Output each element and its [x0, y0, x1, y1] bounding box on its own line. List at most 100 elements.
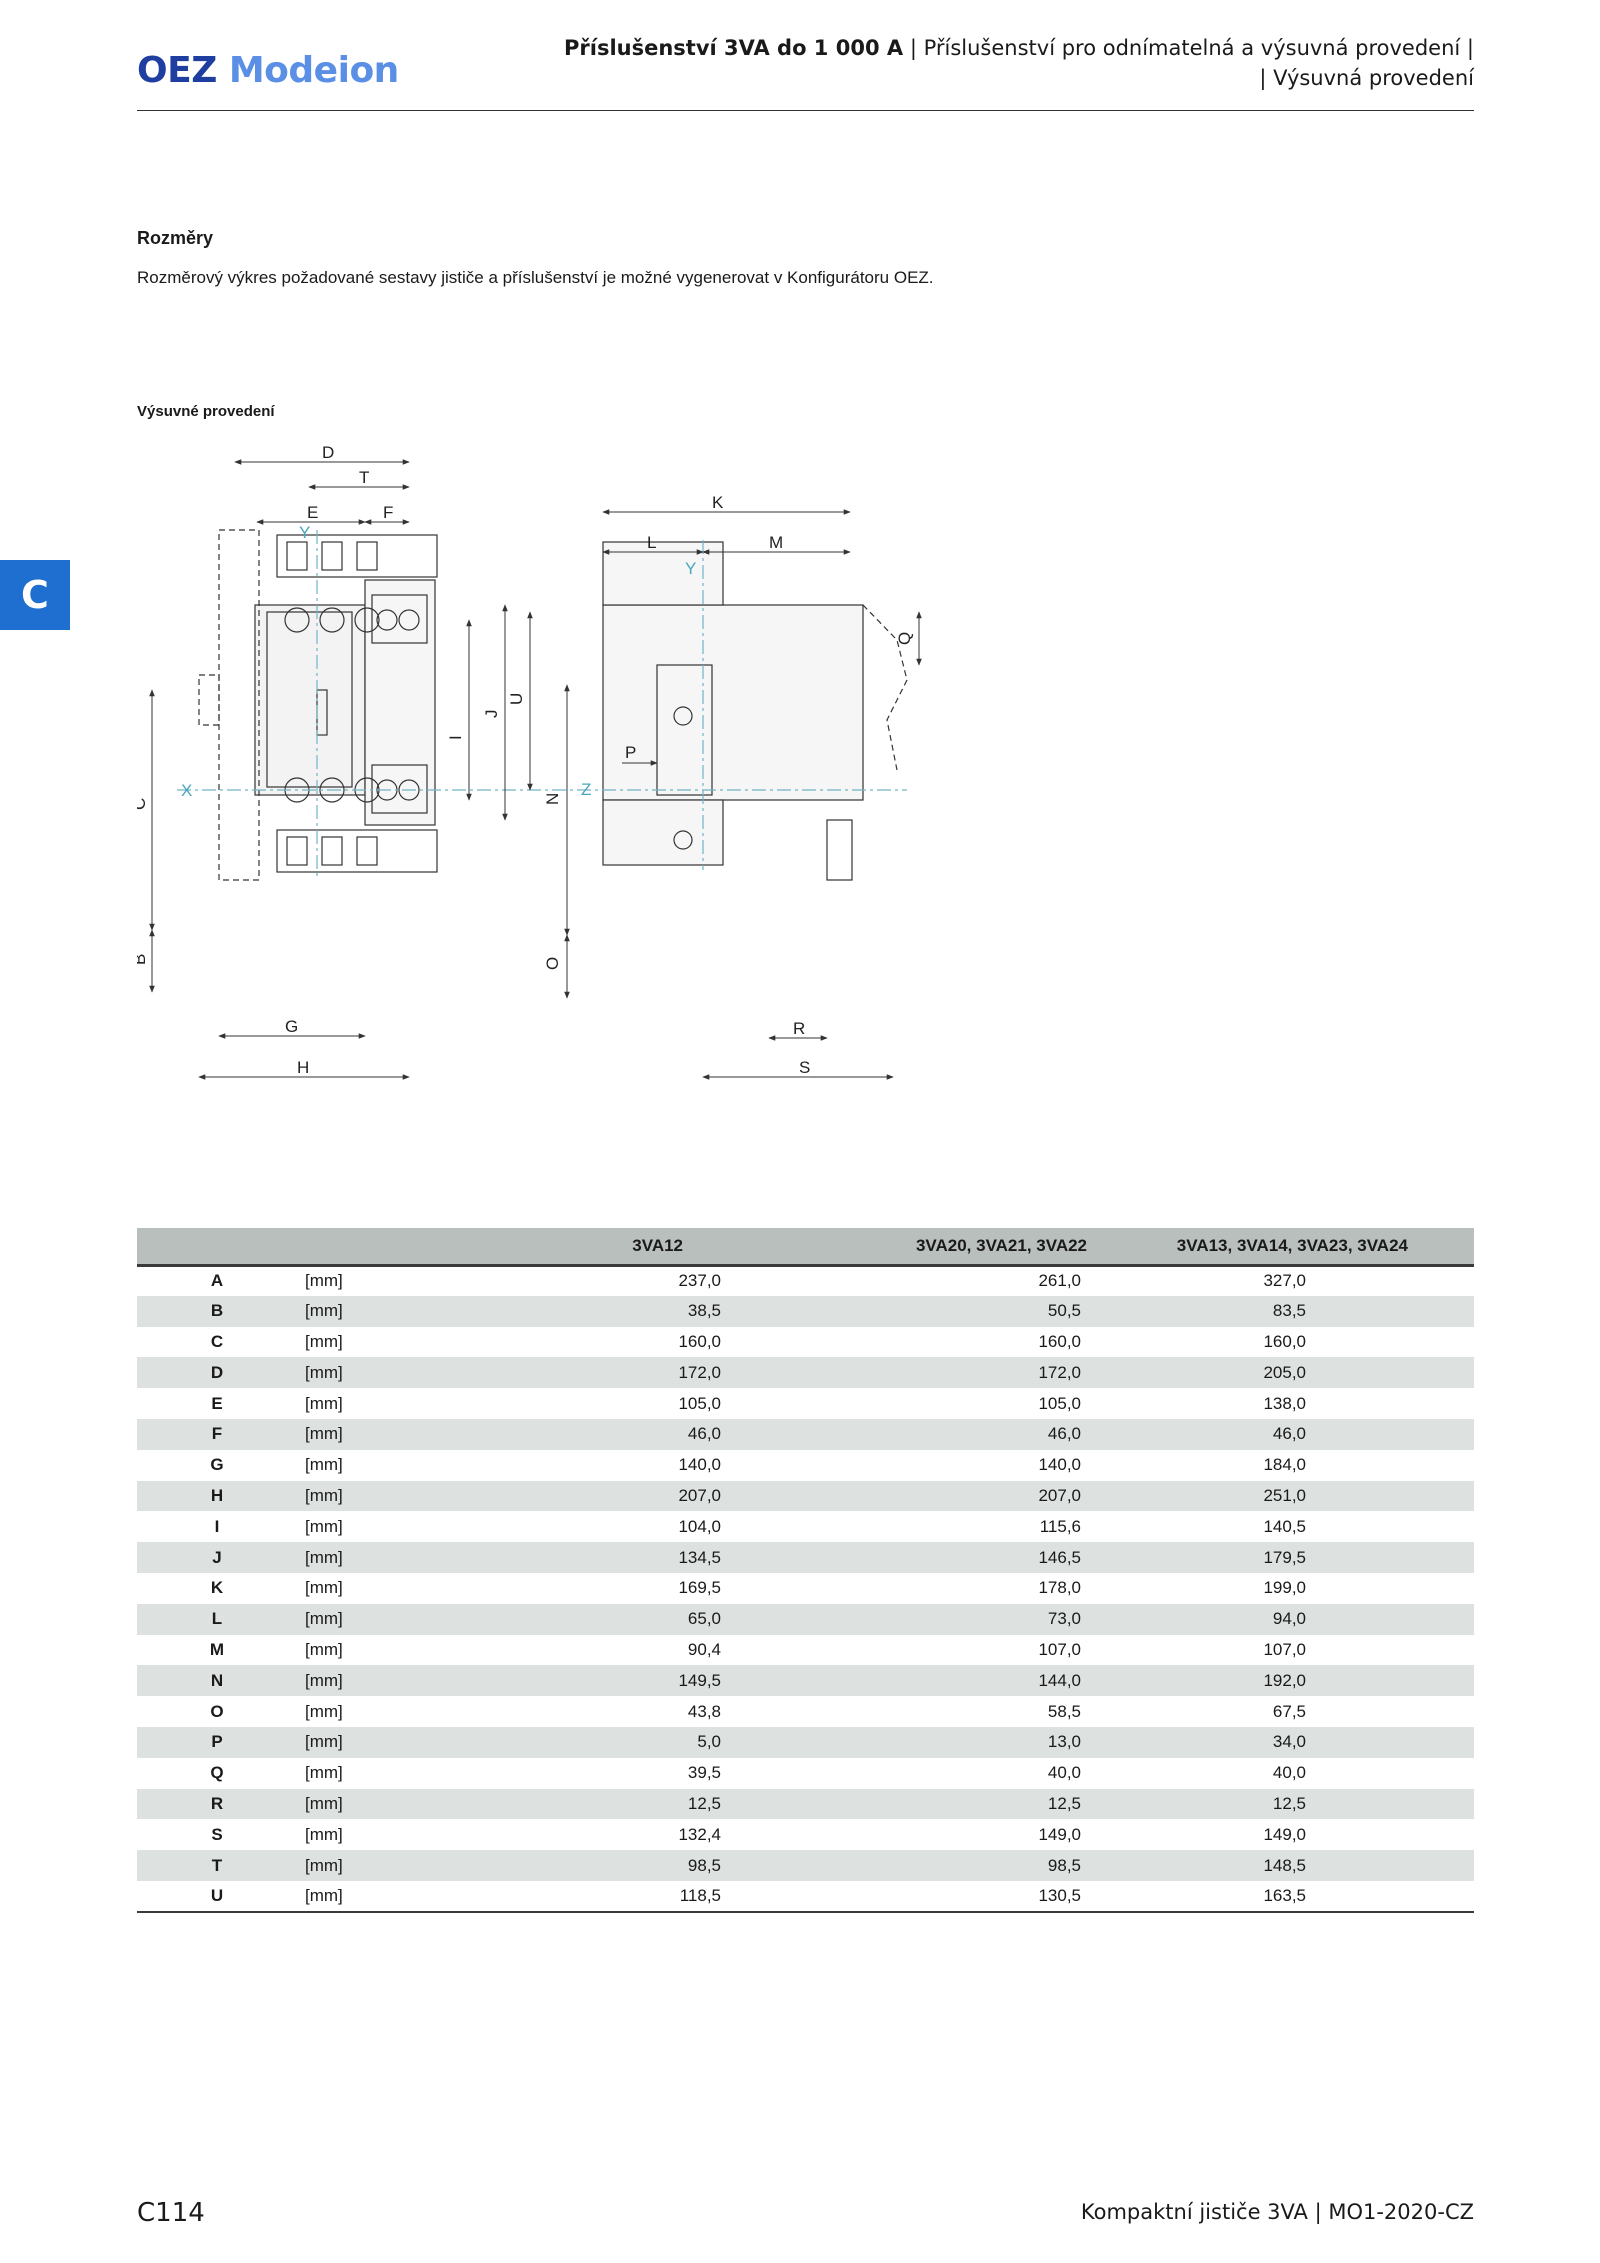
row-key: F: [137, 1418, 297, 1450]
row-key: L: [137, 1603, 297, 1635]
row-value-3va12: 237,0: [678, 1271, 721, 1291]
row-key: R: [137, 1788, 297, 1820]
row-unit: [mm]: [297, 1665, 417, 1697]
dim-label-p: P: [625, 743, 636, 762]
row-value-3va1x-2x: 163,5: [1087, 1880, 1474, 1913]
dim-label-c: C: [137, 798, 149, 810]
row-value-3va2x: 46,0: [727, 1418, 1087, 1450]
dim-label-l: L: [647, 533, 656, 552]
row-unit: [mm]: [297, 1850, 417, 1881]
row-unit: [mm]: [305, 1331, 343, 1351]
row-value-3va1x-2x: 140,5: [1263, 1516, 1306, 1536]
axis-label-x: X: [181, 781, 192, 800]
row-value-3va2x: 144,0: [727, 1665, 1087, 1697]
dimensions-table-wrap: 3VA12 3VA20, 3VA21, 3VA22 3VA13, 3VA14, …: [137, 1228, 1474, 1913]
drawing-title: Výsuvné provedení: [137, 403, 275, 420]
row-key: M: [209, 1639, 225, 1659]
dimension-drawing: D T E F Y A C B X G H I J K L M Y U N P …: [137, 443, 922, 1080]
row-value-3va2x: 130,5: [727, 1880, 1087, 1913]
row-value-3va1x-2x: 205,0: [1087, 1357, 1474, 1389]
dim-label-n: N: [543, 793, 562, 805]
row-key: C: [210, 1331, 224, 1351]
row-key: D: [137, 1357, 297, 1389]
row-unit: [mm]: [305, 1393, 343, 1413]
header-subtitle: | Příslušenství pro odnímatelná a výsuvn…: [909, 36, 1474, 60]
row-value-3va2x: 50,5: [727, 1295, 1087, 1327]
row-key: S: [211, 1824, 223, 1844]
header-line2: | Výsuvná provedení: [1259, 66, 1474, 90]
header-3va1x-2x: 3VA13, 3VA14, 3VA23, 3VA24: [1087, 1228, 1474, 1267]
row-value-3va12: 207,0: [417, 1480, 727, 1512]
row-key: B: [137, 1295, 297, 1327]
row-unit: [mm]: [305, 1271, 343, 1291]
row-key: Q: [210, 1763, 224, 1783]
row-unit: [mm]: [297, 1357, 417, 1389]
row-value-3va12: 149,5: [417, 1665, 727, 1697]
row-key: G: [210, 1455, 224, 1475]
chapter-tab: C: [0, 560, 70, 630]
row-value-3va12: 104,0: [678, 1516, 721, 1536]
row-value-3va2x: 58,5: [1047, 1701, 1081, 1721]
brand-logo: OEZ Modeion: [137, 50, 399, 91]
header-unit: [297, 1228, 417, 1267]
row-value-3va2x: 105,0: [1038, 1393, 1081, 1413]
row-value-3va12: 46,0: [417, 1418, 727, 1450]
dimensions-table: 3VA12 3VA20, 3VA21, 3VA22 3VA13, 3VA14, …: [137, 1228, 1474, 1913]
row-value-3va1x-2x: 327,0: [1263, 1271, 1306, 1291]
header-title: Příslušenství 3VA do 1 000 A: [564, 36, 904, 60]
axis-label-y-front: Y: [299, 523, 310, 542]
row-unit: [mm]: [297, 1726, 417, 1758]
dim-label-o: O: [543, 957, 562, 970]
row-value-3va1x-2x: 83,5: [1087, 1295, 1474, 1327]
row-value-3va2x: 98,5: [727, 1850, 1087, 1881]
dim-label-b: B: [137, 954, 149, 965]
row-value-3va2x: 140,0: [1038, 1455, 1081, 1475]
row-value-3va2x: 13,0: [727, 1726, 1087, 1758]
row-unit: [mm]: [305, 1763, 343, 1783]
dim-label-s: S: [799, 1058, 810, 1077]
row-key: K: [210, 1578, 224, 1598]
row-key: J: [137, 1542, 297, 1573]
row-value-3va2x: 73,0: [727, 1603, 1087, 1635]
row-value-3va12: 160,0: [678, 1331, 721, 1351]
row-value-3va12: 172,0: [417, 1357, 727, 1389]
row-value-3va1x-2x: 149,0: [1263, 1824, 1306, 1844]
row-value-3va1x-2x: 184,0: [1263, 1455, 1306, 1475]
row-value-3va1x-2x: 179,5: [1087, 1542, 1474, 1573]
row-value-3va2x: 207,0: [727, 1480, 1087, 1512]
logo-modeion: Modeion: [228, 50, 399, 91]
row-unit: [mm]: [305, 1639, 343, 1659]
row-value-3va2x: 261,0: [1038, 1271, 1081, 1291]
row-unit: [mm]: [297, 1788, 417, 1820]
dim-label-u: U: [507, 693, 526, 705]
row-value-3va1x-2x: 94,0: [1087, 1603, 1474, 1635]
row-value-3va1x-2x: 251,0: [1087, 1480, 1474, 1512]
row-value-3va12: 118,5: [417, 1880, 727, 1913]
dim-label-f: F: [383, 503, 393, 522]
row-value-3va2x: 160,0: [1038, 1331, 1081, 1351]
section-intro: Rozměrový výkres požadované sestavy jist…: [137, 268, 934, 287]
row-key: I: [214, 1516, 220, 1536]
table-header-row: 3VA12 3VA20, 3VA21, 3VA22 3VA13, 3VA14, …: [137, 1228, 1474, 1267]
dim-label-q: Q: [895, 632, 914, 645]
row-key: H: [137, 1480, 297, 1512]
dim-label-j: J: [482, 710, 501, 719]
row-unit: [mm]: [297, 1603, 417, 1635]
row-value-3va1x-2x: 40,0: [1272, 1763, 1306, 1783]
row-value-3va12: 39,5: [687, 1763, 721, 1783]
row-unit: [mm]: [305, 1455, 343, 1475]
row-value-3va2x: 115,6: [1039, 1516, 1081, 1536]
row-value-3va12: 132,4: [678, 1824, 721, 1844]
header-key: [137, 1228, 297, 1267]
